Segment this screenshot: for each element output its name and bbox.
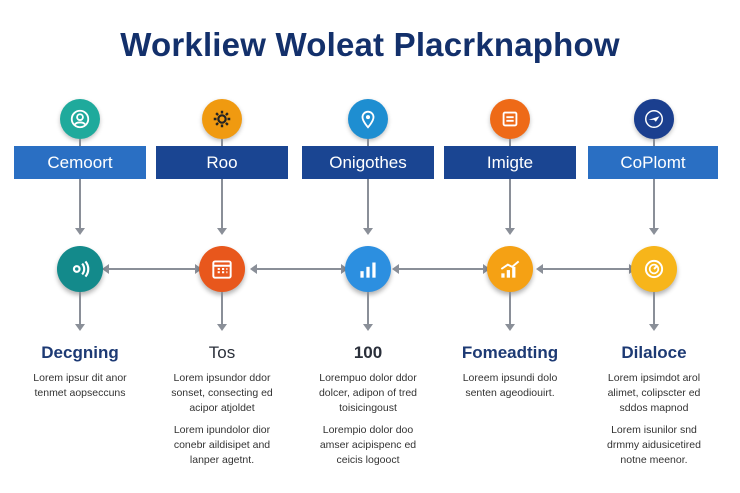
- step-3-label-bar: Onigothes: [302, 146, 434, 179]
- arrow-down: [217, 324, 227, 331]
- arrow-down: [363, 228, 373, 235]
- step-5-label-bar: CoPlomt: [588, 146, 718, 179]
- connector-line: [79, 139, 81, 146]
- step-3-description-2: Lorempio dolor doo amser acipispenc ed c…: [319, 424, 417, 466]
- connector-line: [509, 292, 511, 325]
- step-5-heading: Dilaloce: [621, 343, 687, 362]
- step-4-label-bar: Imigte: [444, 146, 576, 179]
- step-3: Onigothes 100 Lorempuo dolor ddor dolcer…: [294, 0, 442, 493]
- plane-icon: [634, 99, 674, 139]
- connector-line: [79, 179, 81, 229]
- document-icon: [490, 99, 530, 139]
- bar-chart-icon: [345, 246, 391, 292]
- connector-line: [653, 292, 655, 325]
- connector-line: [509, 139, 511, 146]
- step-3-heading: 100: [353, 343, 383, 362]
- connector-arrow-3-4: [392, 264, 490, 274]
- step-1-label-bar: Cemoort: [14, 146, 146, 179]
- connector-line: [367, 179, 369, 229]
- step-5: CoPlomt Dilaloce Lorem ipsimdot arol ali…: [580, 0, 728, 493]
- step-2-heading: Tos: [208, 343, 236, 362]
- step-5-description-2: Lorem isunilor snd drmmy aidusicetired n…: [607, 424, 701, 466]
- connector-line: [79, 292, 81, 325]
- location-pin-icon: [348, 99, 388, 139]
- connector-arrow-2-3: [250, 264, 348, 274]
- step-2-label-bar: Roo: [156, 146, 288, 179]
- arrow-down: [505, 324, 515, 331]
- connector-line: [221, 179, 223, 229]
- diagram-title: Workliew Woleat Placrknaphow: [120, 26, 620, 63]
- step-2-description: Lorem ipsundor ddor sonset, consecting e…: [171, 372, 273, 414]
- arrow-down: [217, 228, 227, 235]
- connector-line: [653, 179, 655, 229]
- connector-line: [509, 179, 511, 229]
- arrow-down: [363, 324, 373, 331]
- step-2: Roo Tos Lorem ipsundor ddor sonset, cons…: [148, 0, 296, 493]
- gear-icon: [202, 99, 242, 139]
- dial-icon: [631, 246, 677, 292]
- connector-line: [653, 139, 655, 146]
- step-1-description: Lorem ipsur dit anor tenmet aopseccuns: [33, 372, 127, 399]
- growth-chart-icon: [487, 246, 533, 292]
- step-2-description-2: Lorem ipundolor dior conebr aildisipet a…: [173, 424, 271, 466]
- connector-arrow-1-2: [102, 264, 202, 274]
- arrow-down: [649, 324, 659, 331]
- step-1-heading: Decgning: [41, 343, 119, 362]
- connector-line: [367, 292, 369, 325]
- connector-line: [367, 139, 369, 146]
- signal-icon: [57, 246, 103, 292]
- step-1: Cemoort Decgning Lorem ipsur dit anor te…: [6, 0, 154, 493]
- step-5-description: Lorem ipsimdot arol alimet, colipscter e…: [607, 372, 701, 414]
- step-4-description: Loreem ipsundi dolo senten ageodiouirt.: [462, 372, 558, 399]
- user-icon: [60, 99, 100, 139]
- arrow-down: [649, 228, 659, 235]
- calendar-icon: [199, 246, 245, 292]
- step-4: Imigte Fomeadting Loreem ipsundi dolo se…: [436, 0, 584, 493]
- arrow-down: [505, 228, 515, 235]
- connector-line: [221, 292, 223, 325]
- step-4-heading: Fomeadting: [461, 343, 559, 362]
- arrow-down: [75, 324, 85, 331]
- step-3-description: Lorempuo dolor ddor dolcer, adipon of tr…: [318, 372, 418, 414]
- connector-line: [221, 139, 223, 146]
- arrow-down: [75, 228, 85, 235]
